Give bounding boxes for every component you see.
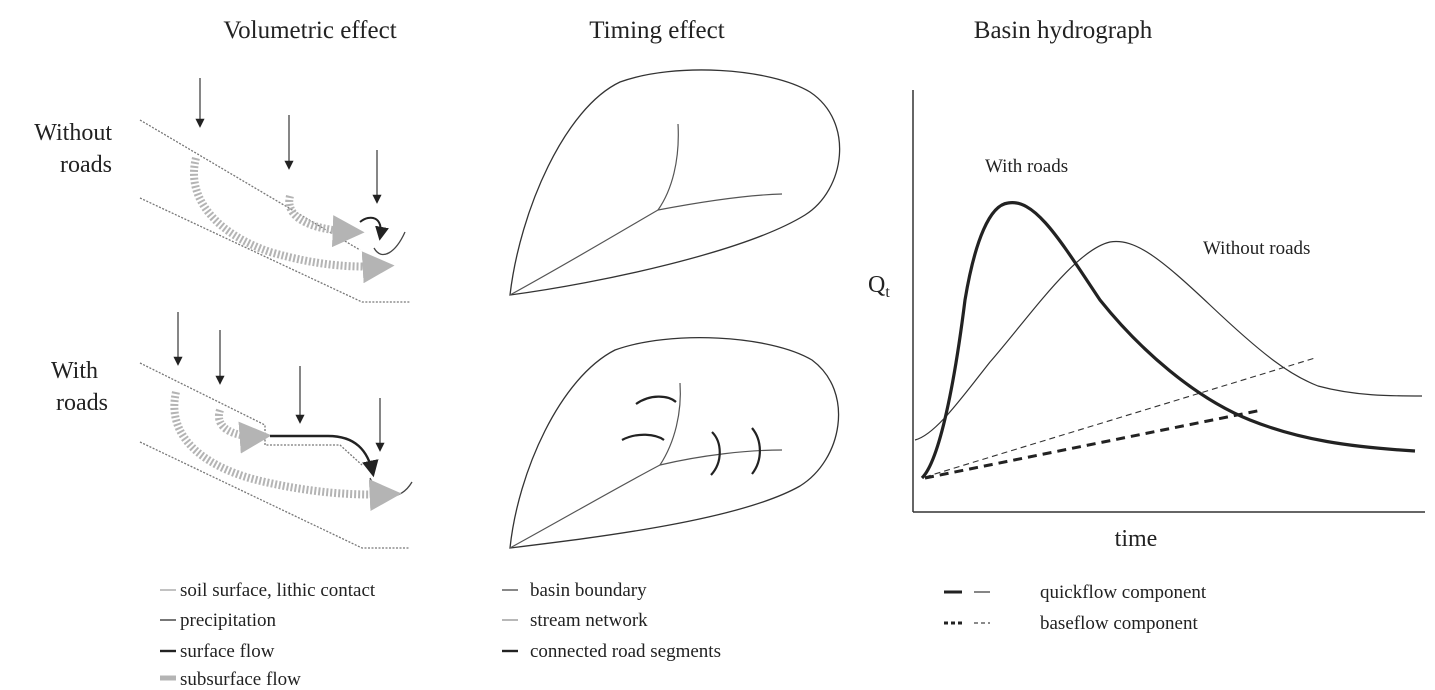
stream-network-tributary bbox=[657, 123, 679, 211]
subsurface-flow-arrow bbox=[190, 156, 395, 284]
legend-label: precipitation bbox=[180, 610, 277, 631]
basin-boundary bbox=[509, 337, 840, 549]
row-label-without-line1: Without bbox=[34, 120, 112, 146]
legend-label: stream network bbox=[530, 610, 648, 631]
without-roads-curve-label: Without roads bbox=[1203, 238, 1310, 259]
hydrograph: Qt time With roads Without roads bbox=[868, 90, 1425, 552]
connected-road-segment bbox=[635, 395, 677, 405]
legend-label: basin boundary bbox=[530, 580, 647, 601]
subsurface-flow-arrow bbox=[285, 194, 365, 248]
stream-network-tributary bbox=[659, 382, 681, 466]
subsurface-flow-arrow bbox=[214, 408, 272, 454]
legend-label: connected road segments bbox=[530, 641, 721, 662]
soil-surface-line bbox=[139, 119, 361, 251]
lithic-contact-line bbox=[139, 441, 410, 549]
legend-hydrograph: quickflow component baseflow component bbox=[944, 582, 1207, 634]
row-label-without-line2: roads bbox=[60, 152, 112, 178]
surface-flow-arrow bbox=[270, 434, 379, 478]
basin-with-roads bbox=[509, 337, 840, 549]
legend-label: surface flow bbox=[180, 641, 275, 662]
basin-boundary bbox=[509, 69, 841, 296]
row-label-with-line2: roads bbox=[56, 390, 108, 416]
hydrograph-title: Basin hydrograph bbox=[974, 17, 1153, 44]
legend-timing: basin boundary stream network connected … bbox=[502, 580, 721, 662]
quickflow-without-roads bbox=[914, 240, 1423, 441]
legend-label: subsurface flow bbox=[180, 669, 301, 690]
volumetric-title: Volumetric effect bbox=[223, 17, 396, 44]
x-axis-label: time bbox=[1115, 526, 1158, 552]
y-axis-label: Qt bbox=[868, 272, 890, 301]
row-label-with-line1: With bbox=[51, 358, 98, 384]
legend-label: soil surface, lithic contact bbox=[180, 580, 376, 601]
connected-road-segment bbox=[751, 427, 761, 475]
timing-title: Timing effect bbox=[589, 17, 724, 44]
baseflow-with-roads bbox=[924, 408, 1263, 480]
surface-flow-arrow bbox=[359, 216, 389, 241]
connected-road-segment bbox=[621, 433, 665, 441]
channel-profile bbox=[373, 231, 406, 256]
legend-volumetric: soil surface, lithic contact precipitati… bbox=[160, 580, 376, 690]
connected-road-segment bbox=[710, 431, 721, 476]
legend-label: baseflow component bbox=[1040, 613, 1198, 634]
stream-network-main bbox=[509, 449, 783, 549]
slope-diagram-without-roads bbox=[139, 78, 410, 303]
baseflow-without-roads bbox=[924, 357, 1316, 478]
lithic-contact-line bbox=[139, 197, 410, 303]
basin-without-roads bbox=[509, 69, 841, 296]
stream-network-main bbox=[509, 193, 783, 296]
with-roads-curve-label: With roads bbox=[985, 156, 1068, 177]
quickflow-with-roads bbox=[920, 201, 1416, 480]
subsurface-flow-arrow bbox=[170, 391, 402, 512]
slope-diagram-with-roads bbox=[139, 312, 413, 549]
legend-label: quickflow component bbox=[1040, 582, 1207, 603]
